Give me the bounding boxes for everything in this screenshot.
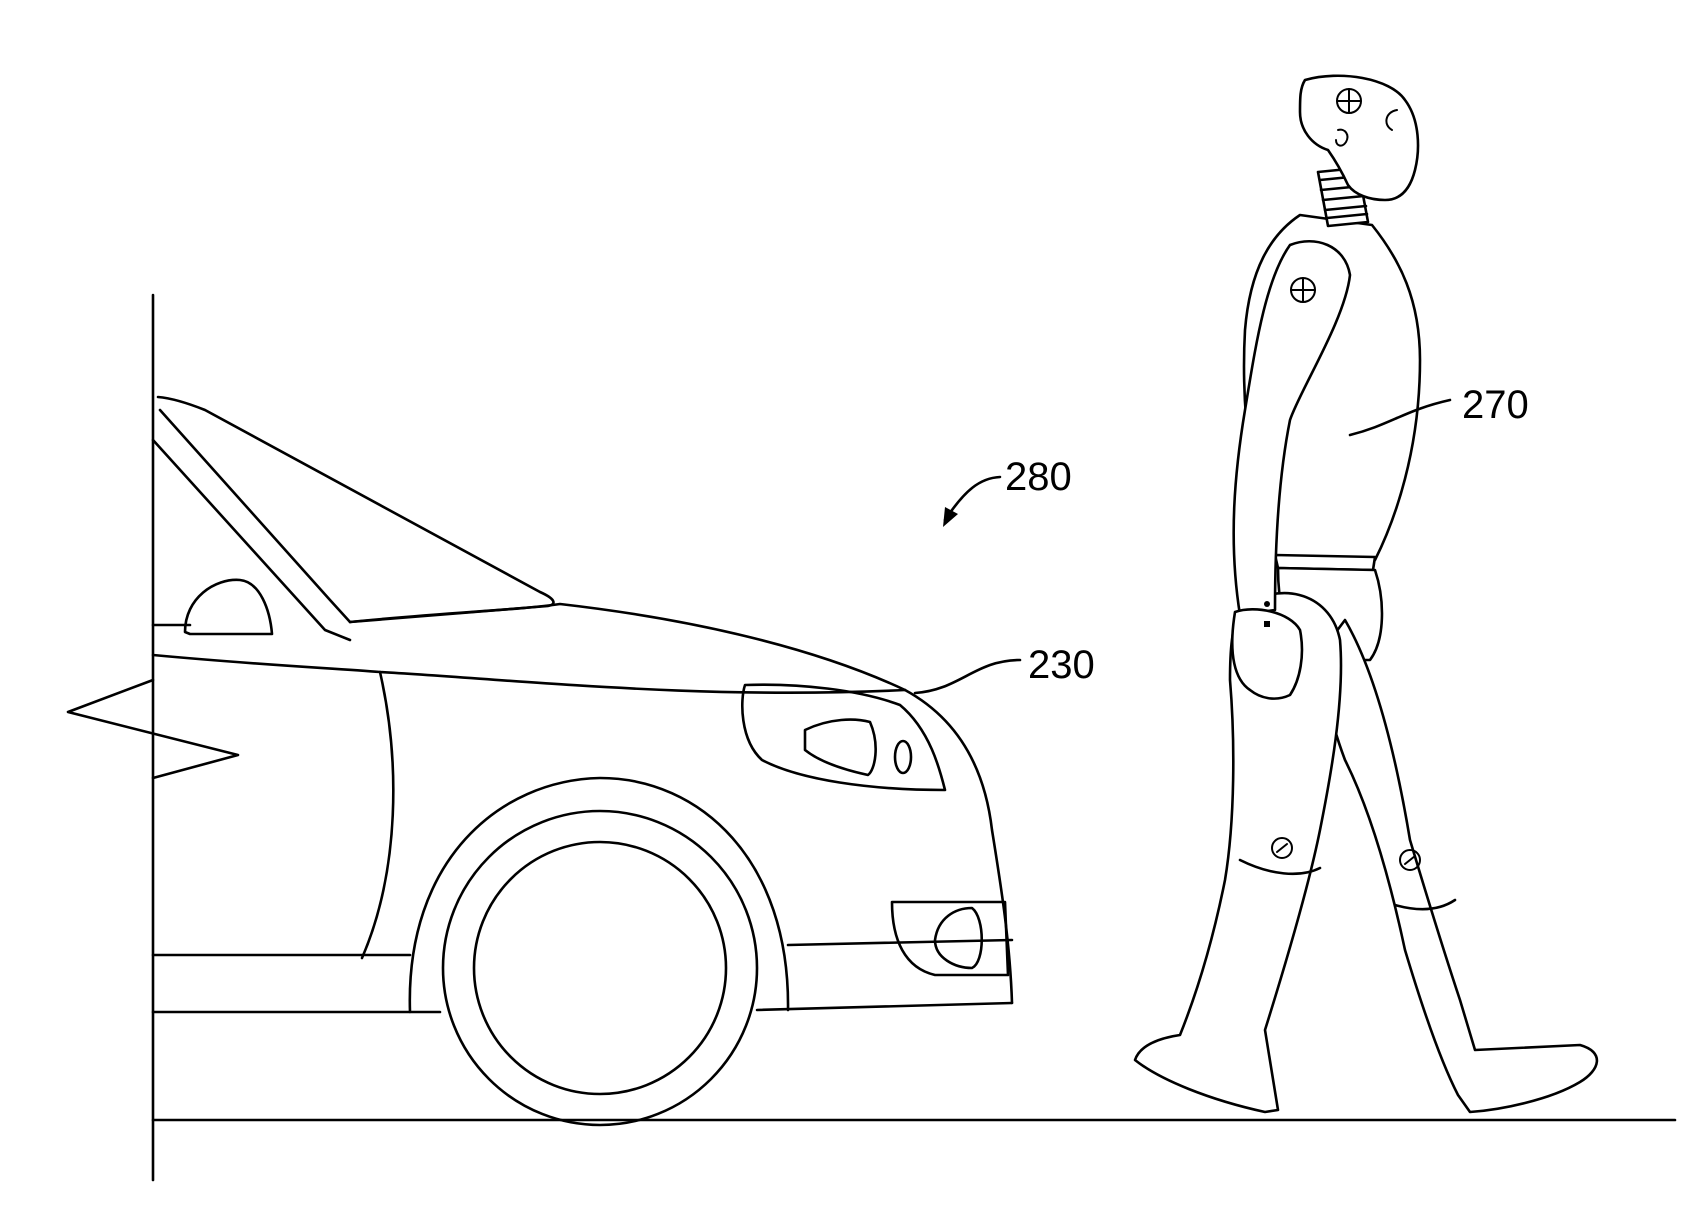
knee-bolt-front-icon: [1271, 837, 1293, 859]
wheel-rim: [472, 840, 728, 1096]
impact-burst: [66, 678, 240, 780]
windshield-frame: [158, 408, 352, 624]
car: [151, 395, 1014, 1127]
dummy-arm: [1232, 240, 1352, 617]
dummy-head: [1298, 74, 1420, 202]
wheel-arch: [408, 776, 790, 1014]
wrist-marker-square: [1264, 621, 1270, 627]
hood-edge: [151, 653, 907, 695]
dummy-leg-back: [1324, 618, 1599, 1114]
dummy-fist: [1231, 608, 1304, 700]
dummy-leg-front: [1133, 591, 1343, 1114]
front-fascia: [903, 688, 1014, 1005]
crash-test-dummy: [1133, 74, 1599, 1114]
knee-bolt-back-icon: [1399, 849, 1421, 871]
bumper-top: [786, 938, 1014, 947]
door-line: [360, 670, 395, 960]
knee-bolt-back-slot: [1404, 855, 1416, 865]
headlamp-lens: [803, 718, 877, 777]
tire: [441, 809, 759, 1127]
knee-seam-back: [1393, 898, 1457, 911]
neck-ring-3: [1321, 194, 1366, 202]
leader-230: [913, 658, 1022, 695]
side-mirror: [183, 578, 274, 636]
headlamp-bulb: [893, 739, 913, 775]
dummy-ear: [1335, 128, 1349, 147]
label-280: 280: [1005, 455, 1072, 499]
neck-ring-4: [1323, 204, 1368, 212]
leader-270: [1348, 398, 1452, 437]
wrist-marker: [1264, 601, 1270, 607]
knee-seam-front: [1238, 858, 1322, 876]
neck-ring-5: [1325, 212, 1369, 220]
a-pillar: [151, 438, 352, 642]
arrowhead-280: [943, 507, 958, 527]
label-230: 230: [1028, 643, 1095, 687]
label-270: 270: [1462, 383, 1529, 427]
fog-lamp-lens: [933, 906, 983, 970]
headlamp-housing: [741, 683, 947, 792]
knee-bolt-front-slot: [1276, 843, 1288, 853]
hood-line: [348, 602, 907, 692]
bumper-bottom: [755, 1001, 1014, 1012]
dummy-face: [1385, 109, 1398, 131]
fog-lamp-housing: [890, 900, 1010, 977]
